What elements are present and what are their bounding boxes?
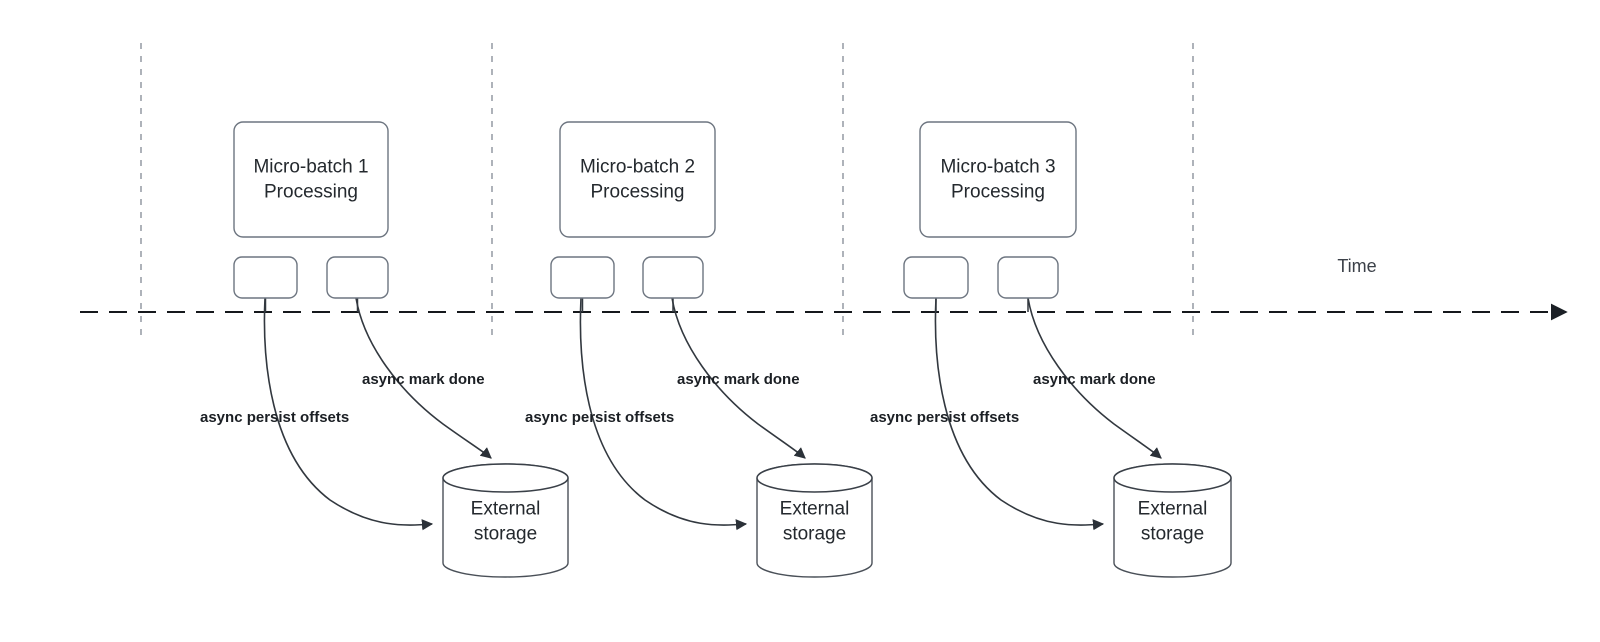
external-storage-title: External <box>780 499 850 520</box>
mark-done-task-box[interactable] <box>997 256 1059 299</box>
persist-task-box[interactable] <box>903 256 969 299</box>
external-storage-subtitle: storage <box>1141 524 1204 545</box>
external-storage-title: External <box>471 499 541 520</box>
persist-offsets-label: async persist offsets <box>870 409 1019 426</box>
micro-batch-subtitle: Processing <box>591 182 685 203</box>
micro-batch-title: Micro-batch 1 <box>253 157 368 178</box>
time-axis: Time <box>80 256 1568 321</box>
persist-offsets-arrow <box>579 297 748 531</box>
cylinder-top-ellipse <box>756 463 873 493</box>
micro-batch-subtitle: Processing <box>264 182 358 203</box>
mark-done-label: async mark done <box>677 371 800 388</box>
micro-batch-title: Micro-batch 3 <box>940 157 1055 178</box>
micro-batch-title: Micro-batch 2 <box>580 157 695 178</box>
micro-batch-subtitle: Processing <box>951 182 1045 203</box>
mark-done-arrow <box>355 297 492 459</box>
persist-offsets-label: async persist offsets <box>200 409 349 426</box>
persist-task-box[interactable] <box>233 256 298 299</box>
micro-batch-processing-box[interactable] <box>559 121 716 238</box>
micro-batch-processing-box[interactable] <box>233 121 389 238</box>
persist-task-box[interactable] <box>550 256 615 299</box>
external-storage-title: External <box>1138 499 1208 520</box>
period-dividers <box>140 43 1194 337</box>
time-axis-label: Time <box>1337 256 1376 276</box>
persist-offsets-arrow <box>934 297 1105 531</box>
mark-done-arrow <box>1027 297 1162 459</box>
mark-done-task-box[interactable] <box>326 256 389 299</box>
mark-done-task-box[interactable] <box>642 256 704 299</box>
micro-batch-processing-box[interactable] <box>919 121 1077 238</box>
mark-done-label: async mark done <box>1033 371 1156 388</box>
external-storage-subtitle: storage <box>474 524 537 545</box>
mark-done-arrow <box>671 297 806 459</box>
external-storage-subtitle: storage <box>783 524 846 545</box>
cylinder-top-ellipse <box>442 463 569 493</box>
persist-offsets-label: async persist offsets <box>525 409 674 426</box>
persist-offsets-arrow <box>263 297 434 531</box>
mark-done-label: async mark done <box>362 371 485 388</box>
cylinder-top-ellipse <box>1113 463 1232 493</box>
